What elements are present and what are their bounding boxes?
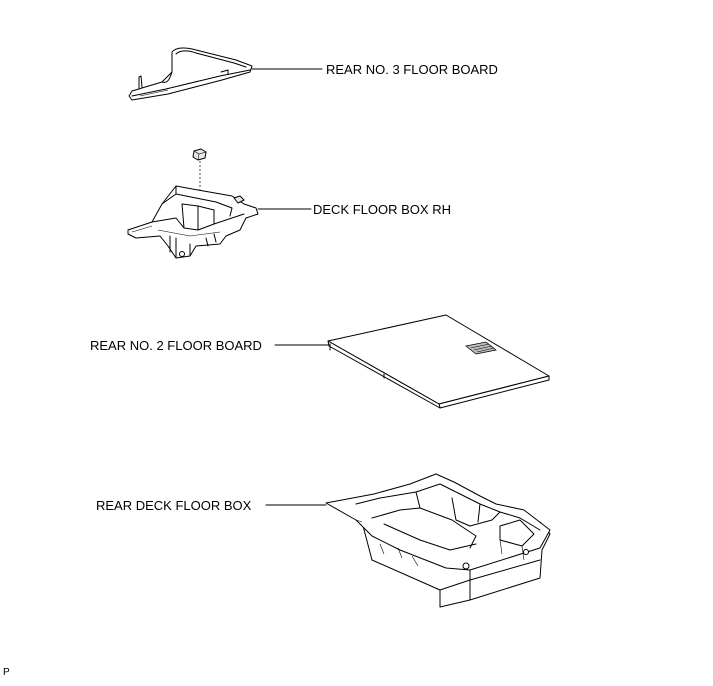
rear-deck-floor-box-drawing <box>325 473 551 608</box>
deck-floor-box-rh-drawing <box>127 148 259 259</box>
label-rear-no2-floor-board: REAR NO. 2 FLOOR BOARD <box>90 338 262 353</box>
rear-no2-floor-board-drawing <box>327 314 550 409</box>
label-rear-no3-floor-board: REAR NO. 3 FLOOR BOARD <box>326 62 498 77</box>
label-rear-deck-floor-box: REAR DECK FLOOR BOX <box>96 498 252 513</box>
label-deck-floor-box-rh: DECK FLOOR BOX RH <box>313 202 451 217</box>
corner-mark: P <box>3 667 10 678</box>
rear-no3-floor-board-drawing <box>128 47 253 101</box>
